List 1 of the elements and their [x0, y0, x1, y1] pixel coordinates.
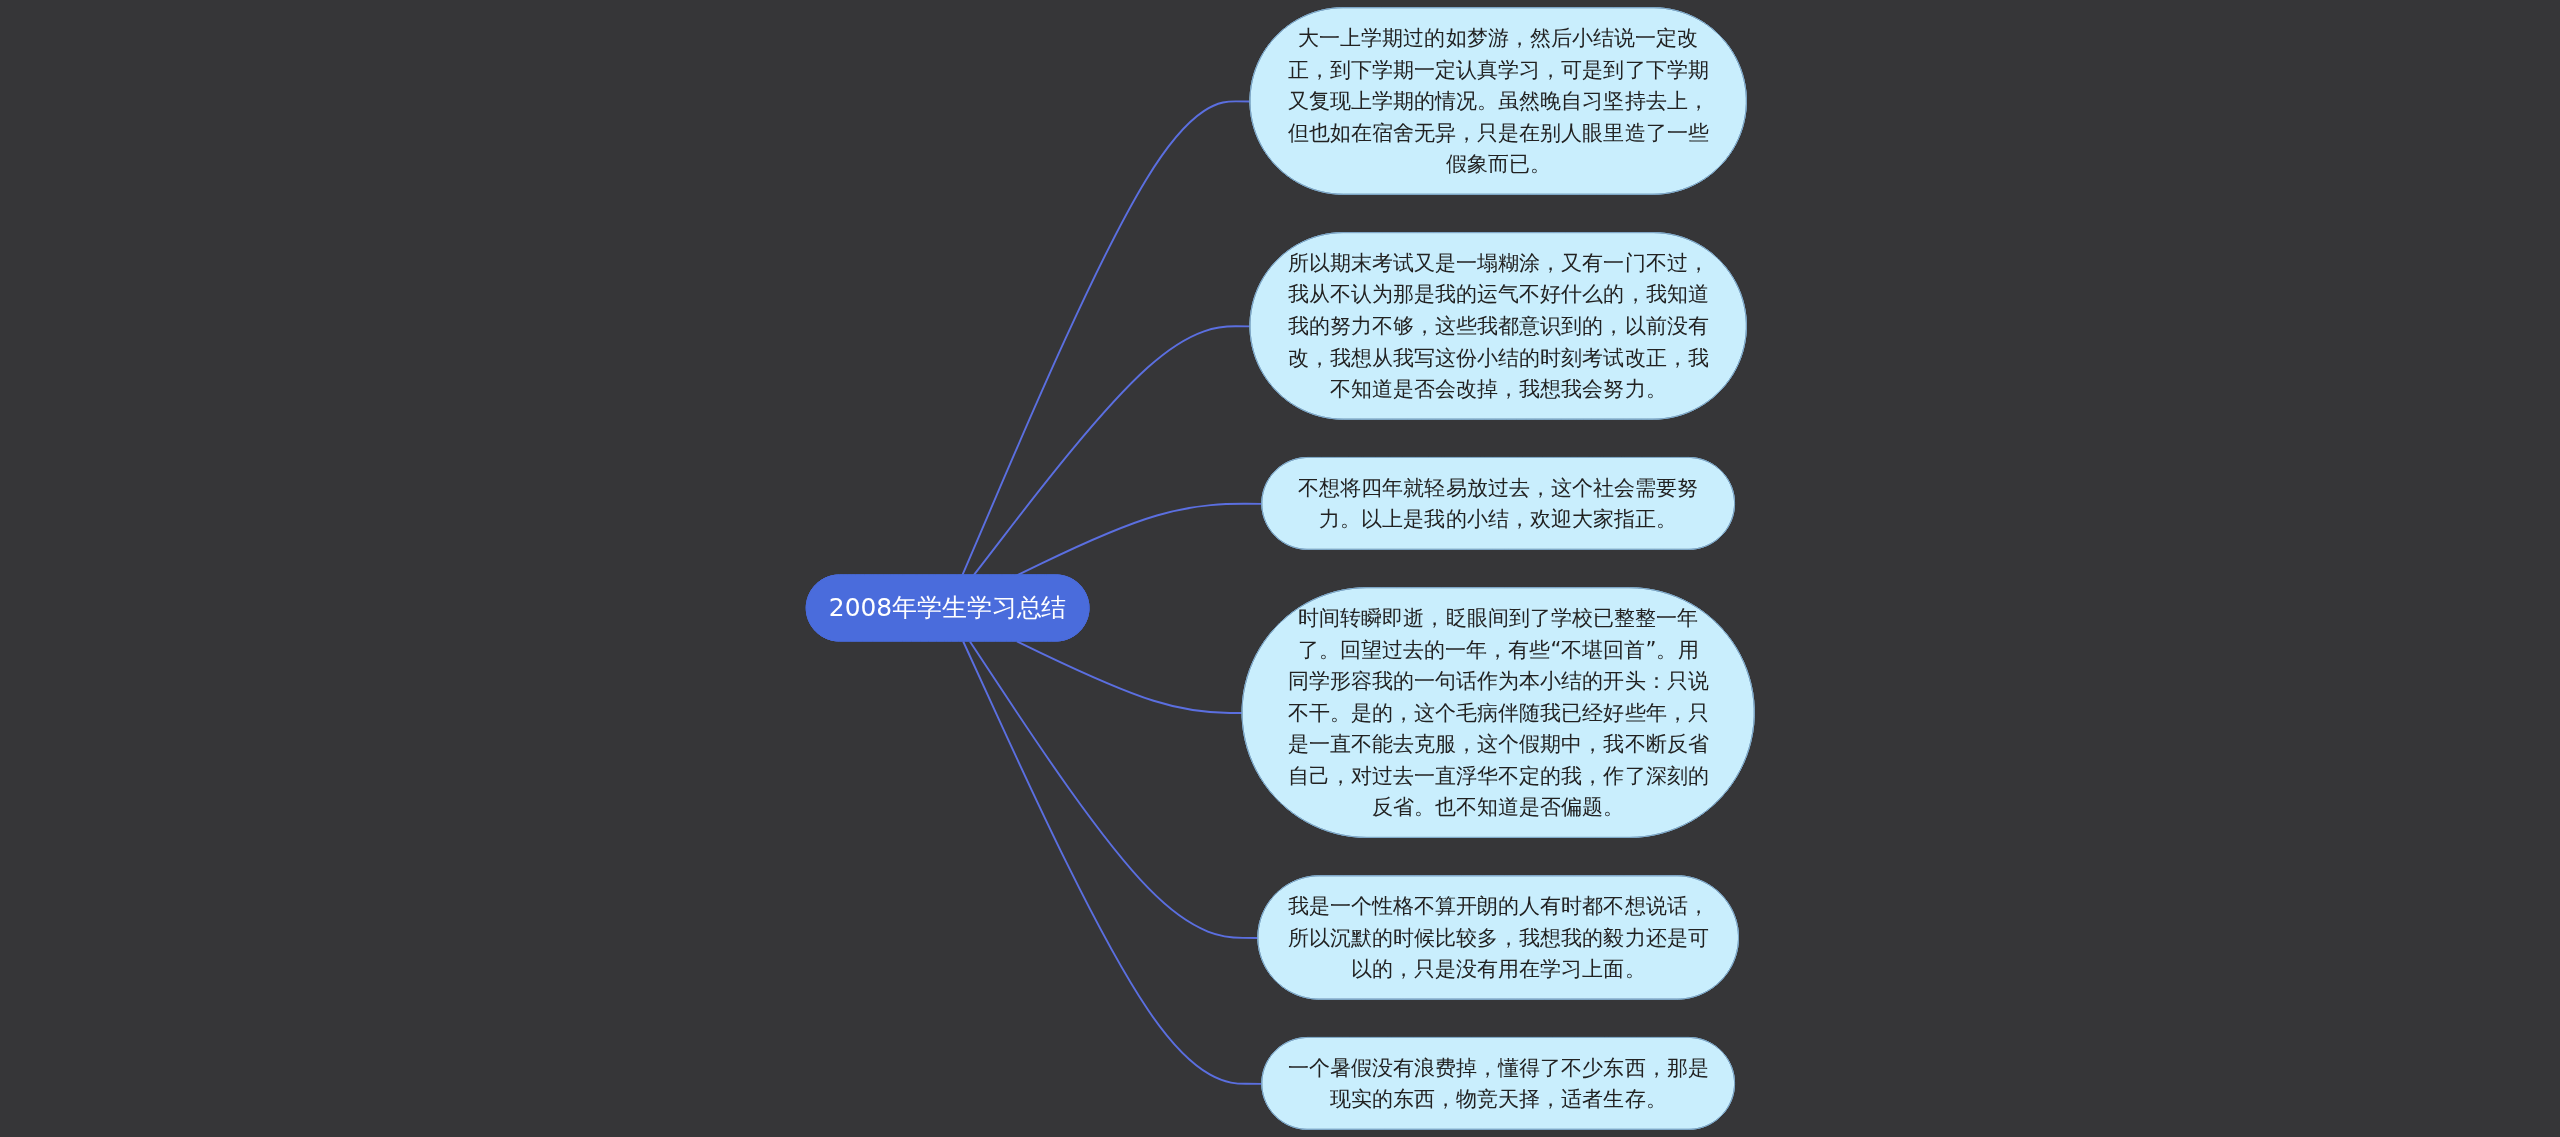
connector	[962, 640, 1263, 1085]
